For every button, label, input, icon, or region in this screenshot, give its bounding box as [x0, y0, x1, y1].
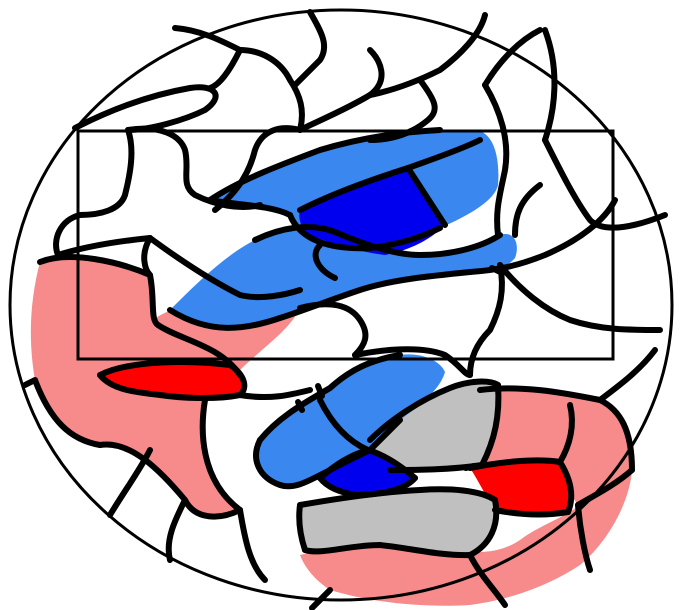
region-map [0, 0, 682, 610]
